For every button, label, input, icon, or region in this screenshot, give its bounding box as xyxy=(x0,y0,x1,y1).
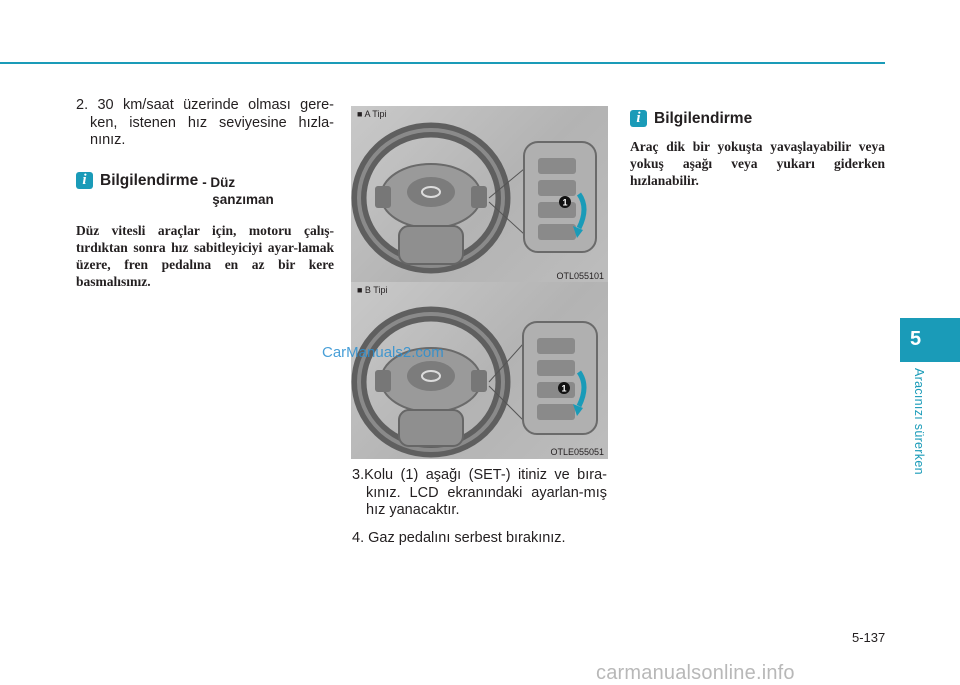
step-4: 4. Gaz pedalını serbest bırakınız. xyxy=(352,530,607,548)
info-subtitle-line2: şanzıman xyxy=(212,191,274,207)
step-4-number: 4. xyxy=(352,529,365,546)
info-heading-manual: i Bilgilendirme - Düz şanzıman xyxy=(76,171,334,208)
callout-number: 1 xyxy=(561,384,566,394)
right-column: i Bilgilendirme Araç dik bir yokuşta yav… xyxy=(630,110,885,190)
figure-type-a: ■ A Tipi 1 OTL055101 xyxy=(351,106,608,283)
chapter-tab: 5 xyxy=(900,318,960,362)
info-heading-slope: i Bilgilendirme xyxy=(630,110,885,127)
chapter-number: 5 xyxy=(910,328,922,350)
info-subtitle: - Düz şanzıman xyxy=(202,174,274,208)
figure-type-label: ■ B Tipi xyxy=(357,285,388,295)
info-title: Bilgilendirme xyxy=(100,171,199,189)
footer-watermark: carmanualsonline.info xyxy=(596,662,795,684)
callout-number: 1 xyxy=(562,198,567,208)
middle-column: 3.Kolu (1) aşağı (SET-) itiniz ve bıra-k… xyxy=(352,467,607,547)
chapter-label: Aracınızı sürerken xyxy=(912,368,926,475)
header-rule xyxy=(0,62,885,64)
step-2: 2. 30 km/saat üzerinde olması gere-ken, … xyxy=(76,97,334,150)
watermark: CarManuals2.com xyxy=(322,344,444,361)
figure-type-label: ■ A Tipi xyxy=(357,109,387,119)
info-subtitle-line1: - Düz xyxy=(202,174,236,190)
info-note-manual: Düz vitesli araçlar için, motoru çalış-t… xyxy=(76,222,334,290)
callout-marker: 1 xyxy=(558,382,570,394)
callout-marker: 1 xyxy=(559,196,571,208)
step-3-number: 3. xyxy=(352,467,365,483)
left-column: 2. 30 km/saat üzerinde olması gere-ken, … xyxy=(76,97,334,290)
page-number: 5-137 xyxy=(852,630,886,645)
steering-wheel-illustration-a xyxy=(351,122,597,274)
figure-code: OTL055101 xyxy=(556,271,604,281)
step-4-text: Gaz pedalını serbest bırakınız. xyxy=(368,529,566,546)
info-note-slope: Araç dik bir yokuşta yavaşlayabilir veya… xyxy=(630,139,885,189)
figure-type-b: ■ B Tipi 1 OTLE055051 xyxy=(351,282,608,459)
step-2-text: 30 km/saat üzerinde olması gere-ken, ist… xyxy=(90,97,335,148)
step-3-text: Kolu (1) aşağı (SET-) itiniz ve bıra-kın… xyxy=(364,467,607,518)
info-icon: i xyxy=(76,171,93,189)
step-2-number: 2. xyxy=(76,97,89,113)
step-3: 3.Kolu (1) aşağı (SET-) itiniz ve bıra-k… xyxy=(352,467,607,520)
info-title: Bilgilendirme xyxy=(654,110,753,127)
figure-code: OTLE055051 xyxy=(550,447,604,457)
info-icon: i xyxy=(630,110,647,127)
steering-wheel-illustration-b xyxy=(351,306,598,458)
